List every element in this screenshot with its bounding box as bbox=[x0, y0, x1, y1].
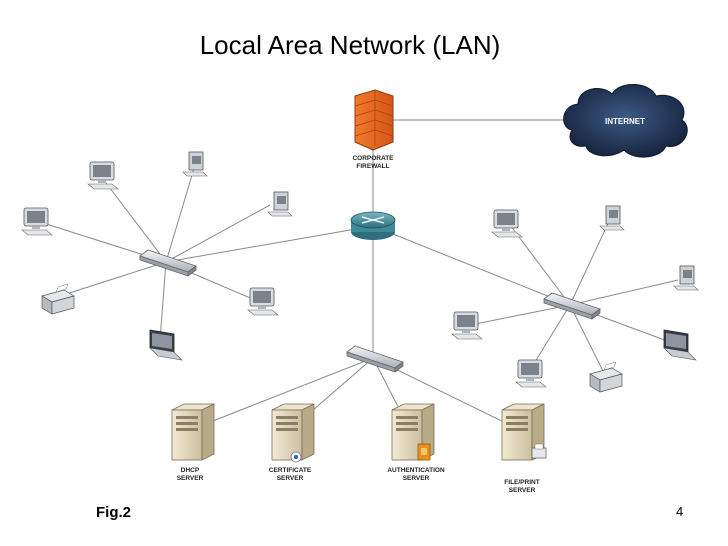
printer-badge-icon bbox=[531, 443, 547, 459]
server-label-line1: FILE/PRINT bbox=[504, 479, 539, 486]
internet-cloud-icon bbox=[563, 84, 688, 158]
firewall-label-line2: FIREWALL bbox=[356, 163, 389, 170]
server-label-line2: SERVER bbox=[403, 475, 430, 482]
dhcp-server-icon bbox=[171, 403, 215, 461]
workstation-tower-icon bbox=[267, 191, 293, 217]
workstation-icon bbox=[21, 207, 53, 236]
page-title: Local Area Network (LAN) bbox=[199, 30, 501, 60]
certificate-server-icon bbox=[271, 403, 315, 461]
server-label-line1: AUTHENTICATION bbox=[387, 467, 445, 474]
laptop-icon bbox=[663, 329, 697, 361]
server-label-line1: DHCP bbox=[181, 467, 200, 474]
switch-center-icon bbox=[346, 345, 404, 373]
router-icon bbox=[350, 211, 396, 240]
server-label-line1: CERTIFICATE bbox=[269, 467, 312, 474]
workstation-icon bbox=[491, 209, 523, 238]
workstation-tower-icon bbox=[182, 151, 208, 177]
server-label-line2: SERVER bbox=[277, 475, 304, 482]
figure-label: Fig.2 bbox=[96, 504, 132, 521]
certificate-badge-icon bbox=[290, 451, 302, 463]
lock-icon bbox=[417, 443, 431, 461]
internet-label: INTERNET bbox=[605, 117, 645, 126]
laptop-icon bbox=[149, 329, 183, 361]
workstation-icon bbox=[451, 311, 483, 340]
workstation-icon bbox=[87, 161, 119, 190]
server-label-line2: SERVER bbox=[509, 487, 536, 494]
printer-icon bbox=[41, 283, 75, 315]
firewall-label-line1: CORPORATE bbox=[352, 155, 394, 162]
workstation-tower-icon bbox=[673, 265, 699, 291]
workstation-tower-icon bbox=[599, 205, 625, 231]
server-label-line2: SERVER bbox=[177, 475, 204, 482]
firewall-icon bbox=[354, 89, 394, 151]
workstation-icon bbox=[515, 359, 547, 388]
page-number: 4 bbox=[676, 504, 684, 519]
switch-right-icon bbox=[543, 292, 601, 320]
printer-icon bbox=[589, 361, 623, 393]
workstation-icon bbox=[247, 287, 279, 316]
